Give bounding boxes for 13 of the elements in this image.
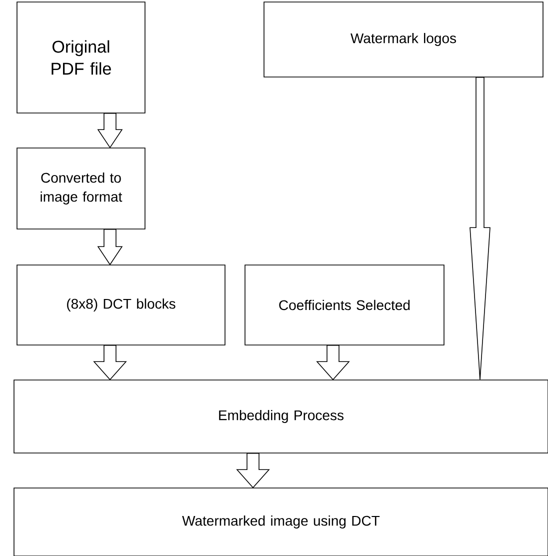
process-box: Embedding Process <box>14 380 548 454</box>
process-box: Watermarked image using DCT <box>14 488 548 556</box>
block-arrow <box>236 453 270 488</box>
block-arrow <box>470 77 490 380</box>
block-arrow <box>93 345 127 380</box>
process-box: (8x8) DCT blocks <box>16 264 226 346</box>
block-arrow <box>97 229 123 266</box>
process-box: Original PDF file <box>16 2 146 114</box>
block-arrow <box>316 345 350 380</box>
process-box: Converted to image format <box>16 148 146 230</box>
process-box: Coefficients Selected <box>244 264 444 346</box>
block-arrow <box>97 113 123 148</box>
process-box: Watermark logos <box>264 2 544 78</box>
